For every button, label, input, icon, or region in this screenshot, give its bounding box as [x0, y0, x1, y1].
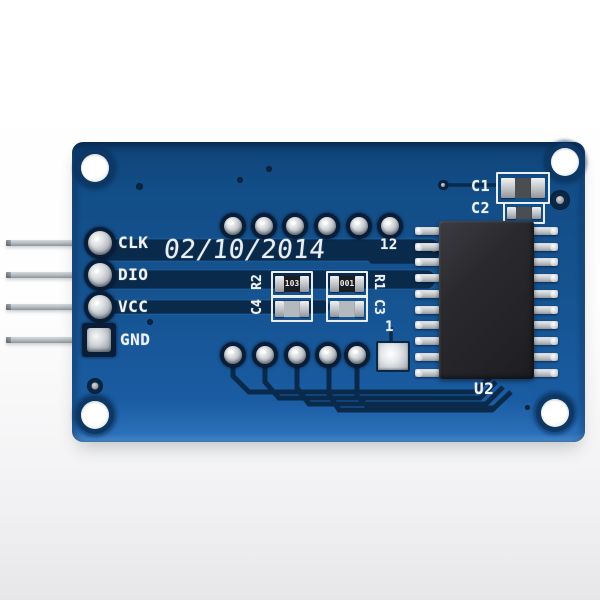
pin-label-dio: DIO	[118, 265, 149, 284]
header-pin-4	[6, 337, 76, 343]
bottom-pad-3	[284, 342, 310, 368]
ic-pin-right-2	[533, 243, 558, 251]
mounting-hole-3	[81, 401, 109, 429]
u2-ref-label: U2	[474, 379, 495, 398]
r1-marking: 001	[339, 276, 355, 292]
left-pad-gnd	[82, 323, 116, 357]
ic-pin-right-5	[533, 290, 558, 298]
left-pad-3	[84, 291, 116, 323]
left-pad-1	[84, 227, 116, 259]
pin-label-gnd: GND	[120, 330, 151, 349]
via-6	[524, 404, 530, 410]
ic-pin-left-8	[415, 337, 440, 345]
via-7	[550, 190, 570, 210]
pin-label-clk: CLK	[118, 233, 149, 252]
top-pad-5	[346, 213, 372, 239]
top-pad-3	[282, 213, 308, 239]
pcb-board: CLK DIO VCC GND 02/10/2014 12 1 R2 103 C…	[72, 142, 585, 442]
top-pad-4	[314, 213, 340, 239]
top-pad-6	[377, 213, 403, 239]
top-pad-1	[220, 213, 246, 239]
via-2	[237, 177, 243, 183]
mounting-hole-1	[81, 154, 109, 182]
ic-pin-left-6	[415, 306, 440, 314]
ic-pin-left-2	[415, 243, 440, 251]
ic-pin-right-1	[533, 227, 558, 235]
resistor-r2: 103	[271, 271, 313, 297]
via-1	[135, 182, 143, 190]
ic-pin-left-1	[415, 227, 440, 235]
ic-pin-left-4	[415, 274, 440, 282]
ic-pin-left-3	[415, 258, 440, 266]
top-pad-2	[251, 213, 277, 239]
bottom-pad-4	[315, 342, 341, 368]
via-4	[265, 250, 271, 256]
pad1-label: 1	[385, 319, 394, 335]
resistor-r1: 001	[326, 271, 368, 297]
r2-marking: 103	[284, 276, 300, 292]
r2-ref-label: R2	[250, 274, 265, 290]
c3-ref-label: C3	[371, 299, 386, 315]
c4-ref-label: C4	[250, 299, 265, 315]
pad12-label: 12	[380, 237, 398, 253]
ic-pin-right-8	[533, 337, 558, 345]
bottom-pad-pin1	[376, 341, 410, 372]
ic-pin-right-3	[533, 258, 558, 266]
capacitor-c1	[496, 172, 550, 204]
pin-label-vcc: VCC	[118, 297, 149, 316]
via-3	[266, 166, 272, 172]
ic-pin-left-10	[415, 369, 440, 377]
via-8	[87, 378, 103, 394]
ic-pin-left-5	[415, 290, 440, 298]
c2-ref-label: C2	[471, 199, 491, 217]
bottom-pad-5	[344, 342, 370, 368]
capacitor-c4	[271, 296, 313, 322]
ic-pin-left-7	[415, 321, 440, 329]
ic-pin-right-7	[533, 321, 558, 329]
bottom-pad-2	[252, 342, 278, 368]
trace-serpentine	[230, 364, 513, 413]
ic-pin-right-4	[533, 274, 558, 282]
ic-pin-left-9	[415, 353, 440, 361]
ic-pin-right-9	[533, 353, 558, 361]
via-9	[438, 180, 448, 190]
via-5	[147, 319, 153, 325]
date-code-silkscreen: 02/10/2014	[162, 235, 328, 265]
bottom-pad-1	[220, 342, 246, 368]
mounting-hole-4	[541, 399, 569, 427]
left-pad-2	[84, 259, 116, 291]
trace-top-links	[357, 183, 497, 341]
header-pin-1	[6, 240, 76, 246]
ic-chip-u2	[439, 221, 534, 379]
capacitor-c3	[326, 296, 368, 322]
header-pin-2	[6, 272, 76, 278]
ic-pin-right-6	[533, 306, 558, 314]
mounting-hole-2	[551, 148, 579, 176]
r1-ref-label: R1	[371, 274, 386, 290]
ic-pin-right-10	[533, 369, 558, 377]
header-pin-3	[6, 304, 76, 310]
c1-ref-label: C1	[471, 177, 491, 195]
